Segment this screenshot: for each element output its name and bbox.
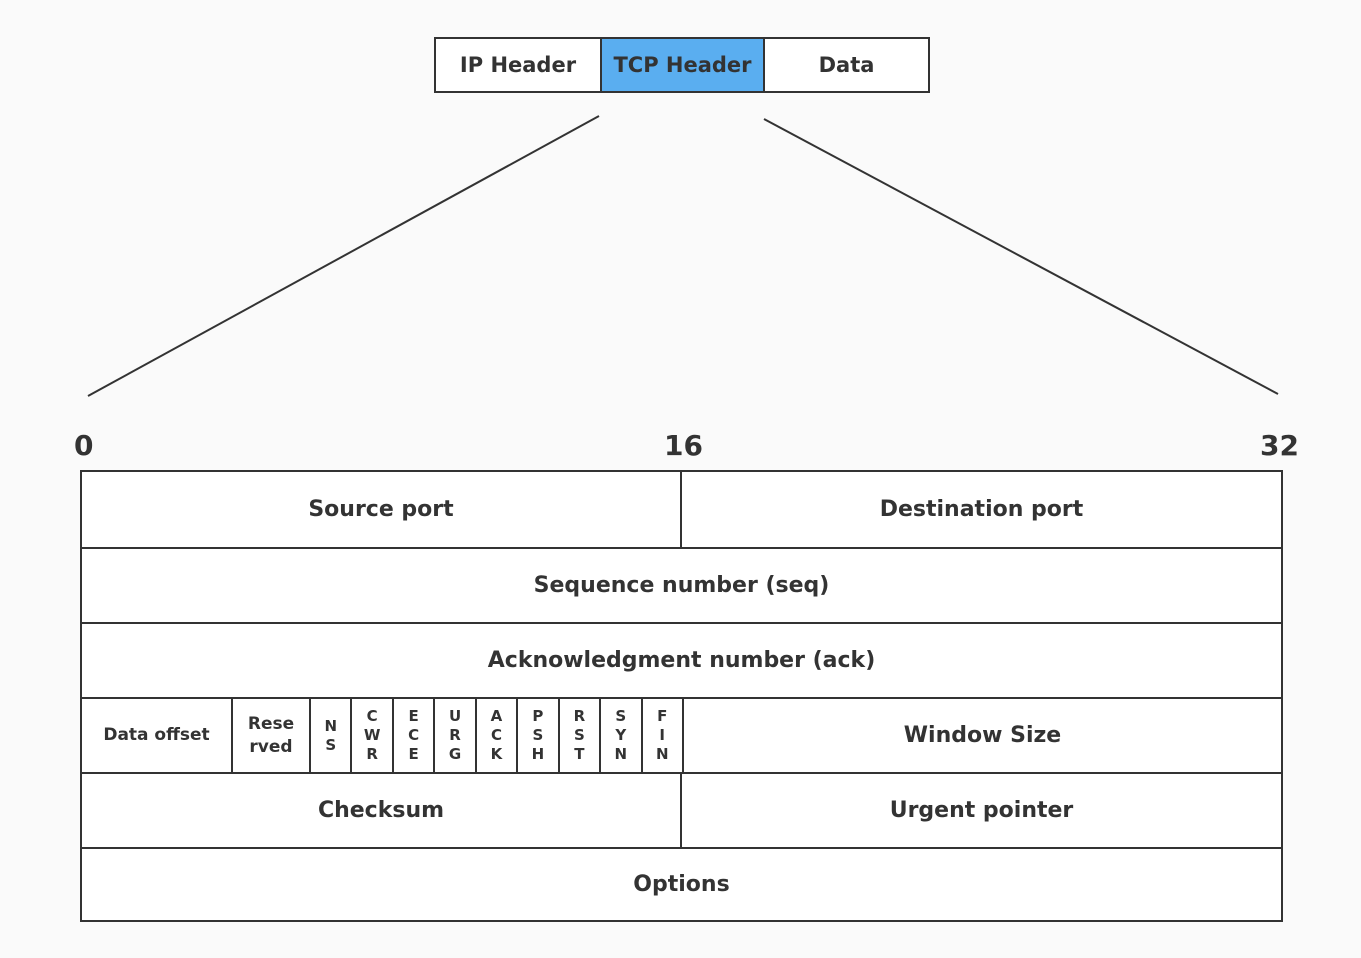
options-field: Options bbox=[633, 872, 730, 897]
flag-psh: P S H bbox=[518, 699, 560, 772]
flag-urg: U R G bbox=[435, 699, 477, 772]
bit-label-end: 32 bbox=[1260, 429, 1299, 462]
tcp-header-segment: TCP Header bbox=[602, 39, 765, 91]
header-row-checksum: Checksum Urgent pointer bbox=[82, 772, 1281, 847]
header-row-seq: Sequence number (seq) bbox=[82, 547, 1281, 622]
flags-group: N S C W R E C E U R G A C K P S H R S T … bbox=[311, 699, 684, 772]
flag-ack: A C K bbox=[477, 699, 519, 772]
expansion-line-right bbox=[763, 118, 1279, 395]
bit-label-start: 0 bbox=[74, 429, 94, 462]
flag-cwr: C W R bbox=[352, 699, 394, 772]
ip-header-segment: IP Header bbox=[436, 39, 602, 91]
flag-ece: E C E bbox=[394, 699, 436, 772]
acknowledgment-number-field: Acknowledgment number (ack) bbox=[487, 648, 876, 673]
flag-rst: R S T bbox=[560, 699, 602, 772]
header-row-ack: Acknowledgment number (ack) bbox=[82, 622, 1281, 697]
destination-port-field: Destination port bbox=[879, 497, 1084, 522]
flag-syn: S Y N bbox=[601, 699, 643, 772]
bit-label-middle: 16 bbox=[664, 429, 703, 462]
urgent-pointer-field: Urgent pointer bbox=[889, 798, 1074, 823]
reserved-field: Rese rved bbox=[233, 699, 311, 772]
header-row-options: Options bbox=[82, 847, 1281, 920]
window-size-field: Window Size bbox=[903, 723, 1062, 748]
data-segment: Data bbox=[818, 53, 875, 77]
data-offset-field: Data offset bbox=[82, 699, 233, 772]
packet-diagram: IP Header TCP Header Data bbox=[434, 37, 930, 93]
sequence-number-field: Sequence number (seq) bbox=[533, 573, 830, 598]
expansion-line-left bbox=[87, 115, 600, 397]
checksum-field: Checksum bbox=[82, 774, 682, 847]
tcp-header-table: Source port Destination port Sequence nu… bbox=[80, 470, 1283, 922]
source-port-field: Source port bbox=[82, 472, 682, 547]
header-row-ports: Source port Destination port bbox=[82, 472, 1281, 547]
flag-ns: N S bbox=[311, 699, 353, 772]
header-row-flags: Data offset Rese rved N S C W R E C E U … bbox=[82, 697, 1281, 772]
flag-fin: F I N bbox=[643, 699, 684, 772]
